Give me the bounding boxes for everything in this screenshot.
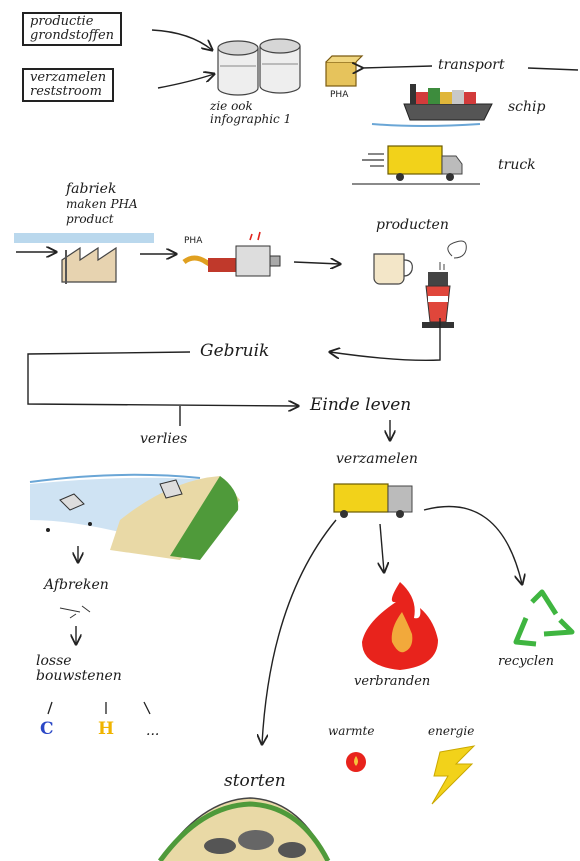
label-transport: transport bbox=[438, 57, 505, 73]
label-fabriek: fabriek maken PHA product bbox=[66, 181, 138, 227]
pha-extruder-icon bbox=[182, 231, 281, 277]
arrow-machine-to-products bbox=[293, 262, 340, 264]
box-verzamelen-reststroom: verzamelen reststroom bbox=[22, 68, 115, 102]
infographic-note: zie ook infographic 1 bbox=[210, 99, 292, 126]
storage-barrels bbox=[217, 38, 301, 96]
element-ticks bbox=[47, 701, 151, 715]
label-recyclen: recyclen bbox=[498, 654, 555, 669]
ship-icon bbox=[371, 84, 493, 127]
factory-icon bbox=[14, 233, 154, 284]
pha-small-label: PHA bbox=[330, 90, 349, 100]
label-verzamelen: verzamelen bbox=[336, 451, 418, 467]
pha-box-icon bbox=[325, 55, 364, 87]
label-storten: storten bbox=[224, 771, 286, 791]
label-producten: producten bbox=[376, 217, 449, 233]
label-einde-leven: Einde leven bbox=[310, 395, 412, 415]
heat-ball-icon bbox=[346, 752, 366, 772]
box-productie-grondstoffen: productie grondstoffen bbox=[22, 12, 123, 46]
arrow-to-recyclen bbox=[423, 505, 522, 584]
arrow-box2-to-storage bbox=[157, 74, 214, 89]
label-verbranden: verbranden bbox=[354, 674, 431, 689]
label-verlies: verlies bbox=[140, 431, 188, 447]
element-dots: ... bbox=[146, 723, 160, 739]
arrow-to-verbranden bbox=[380, 523, 384, 572]
arrow-gebruik-to-einde-leven bbox=[27, 351, 298, 406]
recycle-icon bbox=[513, 589, 575, 647]
element-h: H bbox=[98, 719, 115, 739]
box1-line2: grondstoffen bbox=[30, 28, 115, 43]
element-c: C bbox=[40, 719, 54, 739]
transport-line bbox=[527, 67, 579, 71]
arrow-products-to-gebruik bbox=[330, 318, 441, 362]
truck-icon-collection bbox=[333, 483, 413, 518]
arrow-box1-to-storage bbox=[151, 29, 212, 50]
truck-icon-top bbox=[352, 145, 480, 185]
breakdown-scribble bbox=[59, 605, 91, 619]
box2-line1: verzamelen bbox=[30, 70, 107, 85]
label-losse-bouwstenen: losse bouwstenen bbox=[36, 653, 122, 684]
mug-icon bbox=[373, 253, 413, 285]
label-gebruik: Gebruik bbox=[200, 341, 270, 361]
pha-machine-label: PHA bbox=[184, 236, 203, 246]
label-energie: energie bbox=[428, 724, 475, 738]
lightning-icon bbox=[431, 745, 476, 805]
beach-litter-scene bbox=[29, 473, 240, 560]
flame-icon bbox=[362, 582, 438, 670]
label-schip: schip bbox=[508, 99, 546, 115]
arrow-pha-transport bbox=[362, 66, 433, 68]
box1-line1: productie bbox=[30, 14, 94, 29]
lighthouse-icon bbox=[422, 240, 467, 328]
arrow-to-storten bbox=[262, 519, 337, 744]
landfill-icon bbox=[157, 797, 331, 861]
label-afbreken: Afbreken bbox=[44, 577, 109, 593]
box2-line2: reststroom bbox=[30, 84, 102, 99]
label-warmte: warmte bbox=[328, 724, 375, 738]
label-truck: truck bbox=[498, 157, 536, 173]
